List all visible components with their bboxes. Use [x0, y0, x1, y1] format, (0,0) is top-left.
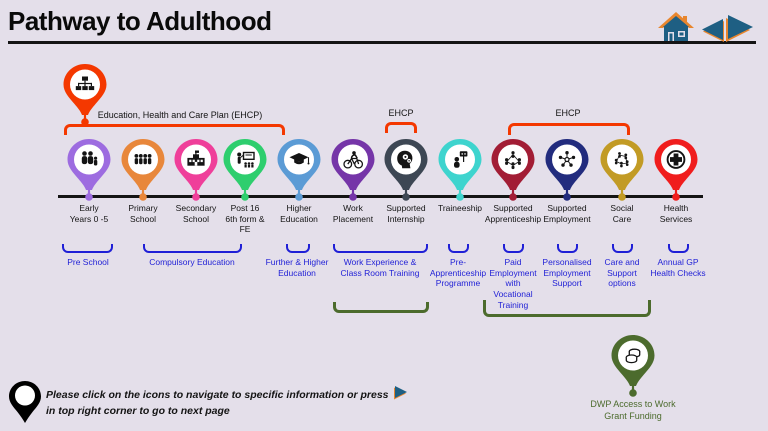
classroom-icon — [237, 151, 255, 168]
back-arrow-icon — [702, 19, 724, 42]
bracket-care-support — [612, 244, 633, 253]
label-work-experience: Work Experience & Class Room Training — [340, 257, 420, 278]
ehcp-plan-bracket — [64, 124, 285, 135]
pin-label-early-years: Early Years 0 -5 — [69, 203, 109, 224]
title-underline — [8, 41, 756, 44]
head-gears-icon — [397, 150, 413, 169]
next-arrow-glyph-icon — [393, 386, 407, 400]
pin-early-years[interactable] — [67, 139, 111, 201]
pin-supported-employment[interactable] — [545, 139, 589, 201]
green-bracket-dwp-scope — [483, 300, 651, 317]
instruction-text: Please click on the icons to navigate to… — [46, 385, 416, 420]
social-network-icon — [614, 152, 629, 168]
pin-health-services[interactable] — [654, 139, 698, 201]
ehcp-internship-bracket — [385, 122, 417, 133]
pin-label-supported-internship: Supported Internship — [386, 203, 426, 224]
timeline-line — [58, 195, 703, 198]
pin-label-post-16: Post 16 6th form & FE — [225, 203, 265, 235]
bracket-pre-school — [62, 244, 113, 253]
pin-label-higher-education: Higher Education — [280, 203, 318, 224]
label-compulsory-education: Compulsory Education — [149, 257, 235, 267]
bracket-paid-employment — [503, 244, 524, 253]
ehcp-employment-label: EHCP — [555, 108, 581, 118]
label-paid-employment: Paid Employment with Vocational Training — [489, 257, 537, 310]
team-network-icon — [505, 151, 521, 170]
pin-secondary-school[interactable] — [174, 139, 218, 201]
label-pre-school: Pre School — [67, 257, 109, 267]
page-title: Pathway to Adulthood — [8, 6, 272, 36]
label-personalised-employment: Personalised Employment Support — [542, 257, 592, 289]
instruction-line1: Please click on the icons to navigate to… — [46, 389, 389, 401]
medical-cross-icon — [666, 150, 686, 169]
pin-primary-school[interactable] — [121, 139, 165, 201]
next-page-button[interactable] — [724, 14, 755, 48]
label-care-support: Care and Support options — [604, 257, 640, 289]
bracket-work-experience — [333, 244, 428, 253]
bracket-pre-apprenticeship — [448, 244, 469, 253]
org-chart-icon — [75, 76, 95, 91]
home-icon — [658, 12, 694, 41]
bracket-compulsory-education — [143, 244, 242, 253]
previous-page-button[interactable] — [698, 18, 725, 48]
pin-label-social-care: Social Care — [610, 203, 634, 224]
label-pre-apprenticeship: Pre- Apprenticeship Programme — [429, 257, 487, 289]
green-bracket-work-experience — [333, 302, 429, 313]
school-building-icon — [187, 150, 205, 166]
bracket-personalised-employment — [557, 244, 578, 253]
family-icon — [81, 151, 98, 166]
pin-label-secondary-school: Secondary School — [175, 203, 217, 224]
network-hub-icon — [558, 151, 576, 167]
forward-arrow-icon — [726, 15, 753, 42]
coins-icon — [625, 348, 641, 364]
ehcp-internship-label: EHCP — [388, 108, 414, 118]
pin-dwp-access-to-work[interactable] — [611, 335, 655, 397]
pin-label-primary-school: Primary School — [128, 203, 158, 224]
location-pin-icon — [8, 380, 42, 429]
dwp-label: DWP Access to Work Grant Funding — [590, 399, 676, 421]
ehcp-plan-label: Education, Health and Care Plan (EHCP) — [97, 110, 263, 120]
pin-label-supported-apprenticeship: Supported Apprenticeship — [484, 203, 542, 224]
pin-higher-education[interactable] — [277, 139, 321, 201]
pin-label-traineeship: Traineeship — [437, 203, 483, 213]
pin-work-placement[interactable] — [331, 139, 375, 201]
instruction-line2: in top right corner to go to next page — [46, 404, 230, 417]
pin-label-health-services: Health Services — [659, 203, 693, 224]
pin-traineeship[interactable] — [438, 139, 482, 201]
cyclist-icon — [343, 151, 364, 169]
pin-social-care[interactable] — [600, 139, 644, 201]
bracket-further-higher — [286, 244, 310, 253]
pin-label-work-placement: Work Placement — [332, 203, 374, 224]
pin-supported-internship[interactable] — [384, 139, 428, 201]
pin-ehcp[interactable] — [63, 64, 107, 126]
pin-post-16[interactable] — [223, 139, 267, 201]
label-further-higher: Further & Higher Education — [265, 257, 329, 278]
ehcp-employment-bracket — [508, 123, 630, 135]
label-annual-gp: Annual GP Health Checks — [650, 257, 706, 278]
home-button[interactable] — [656, 11, 696, 48]
pin-supported-apprenticeship[interactable] — [491, 139, 535, 201]
graduation-cap-icon — [289, 153, 310, 165]
children-row-icon — [134, 154, 152, 165]
trainee-presentation-icon — [454, 151, 468, 168]
pin-label-supported-employment: Supported Employment — [543, 203, 591, 224]
bracket-annual-gp — [668, 244, 689, 253]
